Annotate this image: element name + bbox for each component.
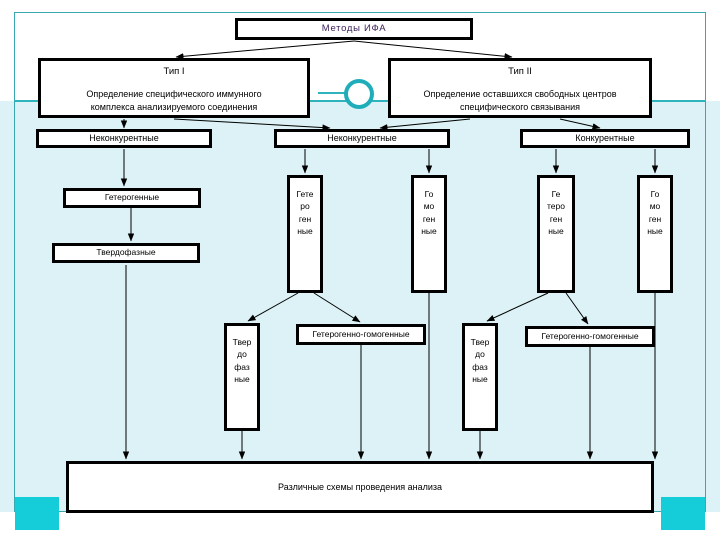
solid-phase-left-line-3: фаз [234, 361, 250, 372]
column-1-line-3: ген [298, 213, 312, 224]
competitive-right-label: Конкурентные [575, 133, 635, 144]
heterogeneous-box[interactable]: Гетерогенные [63, 188, 201, 208]
type-2-box[interactable]: Тип II Определение оставшихся свободных … [388, 58, 652, 118]
cyan-accent-block-right [661, 497, 705, 530]
cyan-accent-block-left [15, 497, 59, 530]
type-1-line-2: комплекса анализируемого соединения [90, 102, 258, 113]
noncompetitive-left-label: Неконкурентные [89, 133, 159, 144]
type-2-line-1: Определение оставшихся свободных центров [423, 88, 617, 99]
solid-phase-right-line-1: Твер [470, 337, 490, 347]
competitive-box-right[interactable]: Конкурентные [520, 129, 690, 148]
type-2-line-2: специфического связывания [459, 102, 581, 113]
column-1-line-1: Гете [296, 189, 314, 199]
hetero-homogeneous-left-label: Гетерогенно-гомогенные [312, 328, 410, 339]
noncompetitive-box-middle[interactable]: Неконкурентные [274, 129, 450, 148]
slide-title-text: Методы ИФА [321, 22, 387, 34]
column-4-line-4: ные [647, 225, 663, 236]
solid-phase-label: Твердофазные [96, 247, 156, 258]
column-3-line-3: ген [549, 213, 563, 224]
ring-connector-line [318, 92, 346, 94]
column-2-line-2: мо [423, 201, 435, 212]
type-1-line-1: Определение специфического иммунного [86, 88, 262, 99]
column-1-line-4: ные [297, 225, 313, 236]
slide-title-box: Методы ИФА [235, 18, 473, 40]
teal-ring-decoration [344, 79, 374, 109]
solid-phase-left-line-4: ные [234, 373, 250, 384]
column-3-line-1: Ге [551, 189, 561, 199]
solid-phase-left-line-2: до [237, 349, 247, 360]
column-3-line-2: теро [547, 201, 565, 212]
hetero-homogeneous-right-label: Гетерогенно-гомогенные [541, 330, 639, 341]
column-2-line-1: Го [424, 189, 434, 199]
column-4-line-1: Го [650, 189, 660, 199]
column-1-line-2: ро [300, 201, 310, 212]
heterogeneous-label: Гетерогенные [104, 192, 160, 203]
noncompetitive-middle-label: Неконкурентные [327, 133, 397, 144]
solid-phase-right-line-2: до [475, 349, 485, 360]
solid-phase-box[interactable]: Твердофазные [52, 243, 200, 263]
column-2-homogeneous-box[interactable]: Го мо ген ные [411, 175, 447, 293]
type-1-header: Тип I [163, 66, 185, 77]
analysis-schemes-box[interactable]: Различные схемы проведения анализа [66, 461, 654, 513]
analysis-schemes-label: Различные схемы проведения анализа [278, 481, 442, 492]
solid-phase-stack-box-left[interactable]: Твер до фаз ные [224, 323, 260, 431]
solid-phase-left-line-1: Твер [232, 337, 252, 347]
type-2-header: Тип II [508, 66, 532, 77]
column-3-line-4: ные [548, 225, 564, 236]
type-1-box[interactable]: Тип I Определение специфического иммунно… [38, 58, 310, 118]
column-4-line-3: ген [648, 213, 662, 224]
hetero-homogeneous-box-left[interactable]: Гетерогенно-гомогенные [296, 324, 426, 345]
solid-phase-right-line-3: фаз [472, 361, 488, 372]
column-2-line-4: ные [421, 225, 437, 236]
column-4-line-2: мо [649, 201, 661, 212]
solid-phase-right-line-4: ные [472, 373, 488, 384]
noncompetitive-box-left[interactable]: Неконкурентные [36, 129, 212, 148]
column-2-line-3: ген [422, 213, 436, 224]
hetero-homogeneous-box-right[interactable]: Гетерогенно-гомогенные [525, 326, 655, 347]
column-1-heterogeneous-box[interactable]: Гете ро ген ные [287, 175, 323, 293]
column-3-heterogeneous-box[interactable]: Ге теро ген ные [537, 175, 575, 293]
solid-phase-stack-box-right[interactable]: Твер до фаз ные [462, 323, 498, 431]
column-4-homogeneous-box[interactable]: Го мо ген ные [637, 175, 673, 293]
